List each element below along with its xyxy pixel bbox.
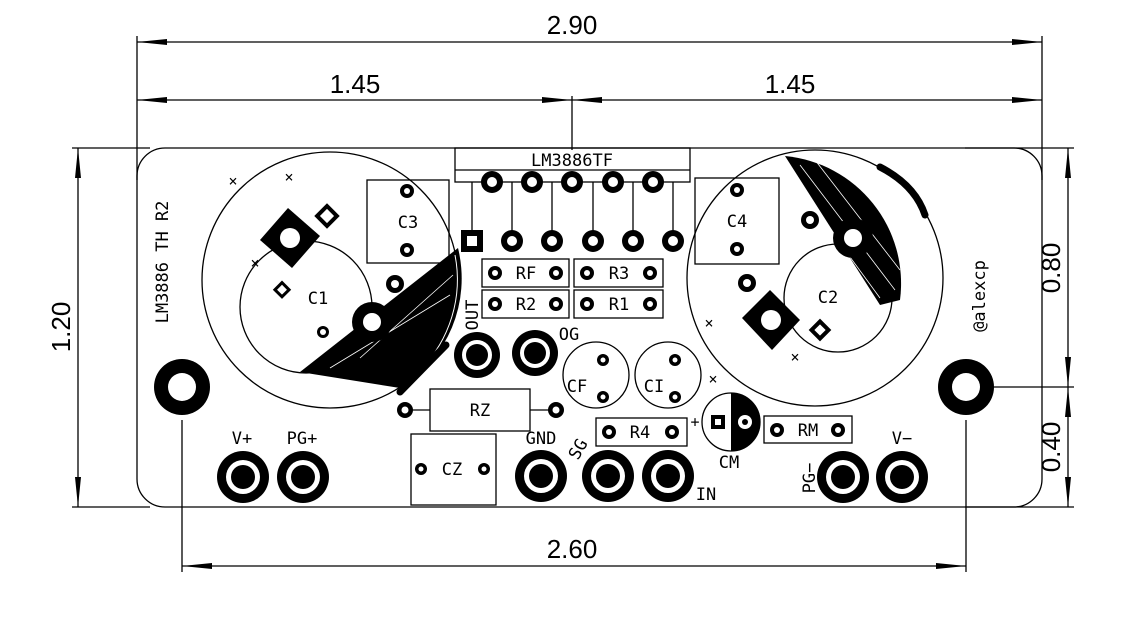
- capacitor-ci: CI: [634, 341, 702, 409]
- r4-label: R4: [630, 423, 650, 443]
- resistor-r4: R4: [595, 417, 688, 447]
- resistor-rf: RF: [481, 258, 570, 288]
- ci-label: CI: [644, 377, 664, 397]
- x-marker: ×: [228, 172, 237, 190]
- x-marker: ×: [704, 314, 713, 332]
- x-marker: ×: [708, 370, 717, 388]
- capacitor-cz: CZ: [410, 433, 497, 506]
- cm-plus-marker: +: [690, 413, 699, 431]
- pad-vplus: V+: [217, 429, 269, 503]
- c1-label: C1: [308, 289, 328, 309]
- out-label: OUT: [463, 300, 483, 331]
- dimension-hole-spacing-label: 2.60: [547, 534, 598, 564]
- vplus-label: V+: [232, 429, 252, 449]
- x-marker: ×: [250, 254, 259, 272]
- c4-label: C4: [727, 212, 747, 232]
- mounting-hole-right: [938, 359, 994, 415]
- cz-label: CZ: [442, 460, 462, 480]
- author-label: @alexcp: [970, 260, 990, 332]
- resistor-rm: RM: [763, 415, 853, 444]
- resistor-r2: R2: [481, 289, 570, 319]
- pad-gnd: GND: [515, 429, 567, 502]
- dimension-board-height-label: 1.20: [46, 302, 76, 353]
- cm-label: CM: [719, 453, 739, 473]
- capacitor-c4: C4: [694, 177, 780, 265]
- c2-label: C2: [818, 288, 838, 308]
- rf-label: RF: [516, 264, 536, 284]
- pgminus-label: PG−: [800, 463, 820, 494]
- dimension-overall-width-label: 2.90: [547, 10, 598, 40]
- pgplus-label: PG+: [287, 429, 318, 449]
- cf-label: CF: [567, 377, 587, 397]
- dimension-hole-spacing: 2.60: [181, 420, 967, 572]
- r1-label: R1: [609, 295, 629, 315]
- dimension-half-left-label: 1.45: [330, 69, 381, 99]
- silk-arc-right: [876, 163, 929, 219]
- resistor-r1: R1: [573, 289, 664, 319]
- dimension-board-height: 1.20: [46, 147, 150, 508]
- capacitor-c2-area: C2 × × ×: [686, 149, 944, 407]
- rz-label: RZ: [470, 401, 490, 421]
- dimension-lower-vertical-label: 0.40: [1036, 422, 1066, 473]
- vminus-label: V−: [892, 429, 912, 449]
- in-label: IN: [696, 485, 716, 505]
- c3-label: C3: [398, 213, 418, 233]
- capacitor-cf: CF: [562, 341, 630, 409]
- dimension-overall-width: 2.90: [136, 10, 1043, 180]
- dimension-upper-vertical-label: 0.80: [1036, 243, 1066, 294]
- ic-lm3886tf: LM3886TF: [454, 147, 691, 252]
- pad-in: IN: [642, 450, 716, 505]
- resistor-rz: RZ: [397, 388, 564, 432]
- mounting-hole-left: [154, 359, 210, 415]
- x-marker: ×: [284, 168, 293, 186]
- og-label: OG: [559, 325, 579, 345]
- rm-label: RM: [798, 421, 818, 441]
- pad-pgminus: PG−: [800, 451, 869, 503]
- r3-label: R3: [609, 264, 629, 284]
- gnd-label: GND: [526, 429, 557, 449]
- x-marker: ×: [790, 348, 799, 366]
- pad-out: OUT: [454, 300, 500, 378]
- board-side-label: LM3886 TH R2: [153, 201, 173, 324]
- resistor-r3: R3: [573, 258, 664, 288]
- r2-label: R2: [516, 295, 536, 315]
- dimension-half-widths: 1.45 1.45: [137, 69, 1042, 150]
- ic-label: LM3886TF: [531, 151, 613, 171]
- pad-og: OG: [512, 325, 579, 376]
- dimension-half-right-label: 1.45: [765, 69, 816, 99]
- capacitor-c1-area: C1 × × ×: [201, 151, 462, 409]
- capacitor-cm: + CM: [690, 392, 761, 473]
- pad-pgplus: PG+: [277, 429, 329, 503]
- capacitor-c3: C3: [366, 179, 450, 264]
- pad-vminus: V−: [876, 429, 928, 503]
- silk-arc-left: [396, 341, 450, 396]
- dimension-right-verticals: 0.80 0.40: [965, 147, 1074, 508]
